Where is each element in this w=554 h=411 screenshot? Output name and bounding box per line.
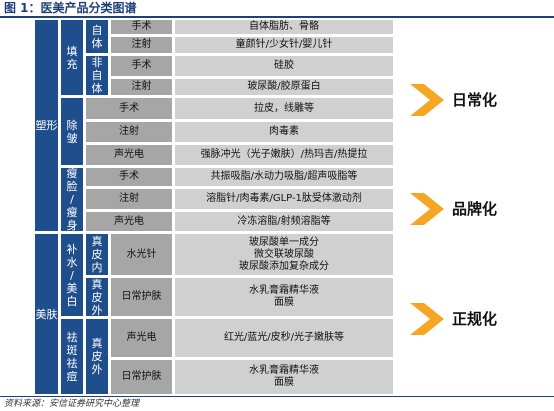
product-cell: 冷冻溶脂/射频溶脂等 [175, 212, 393, 231]
group-skin: 美肤 [35, 234, 58, 394]
product-cell: 自体脂肪、骨骼 [175, 20, 393, 34]
method-cell: 手术 [86, 168, 172, 186]
method-cell: 注射 [86, 122, 172, 142]
category-daily: 日常化 [452, 91, 498, 109]
product-cell: 童颜针/少女针/婴儿针 [175, 37, 393, 53]
chevron-right-icon [410, 84, 444, 116]
method-cell: 注射 [111, 37, 172, 53]
group-slimming: 瘦脸/瘦身 [61, 167, 83, 232]
group-dermis-out-2: 真皮外 [86, 319, 108, 394]
product-cell: 水乳膏霜精华液面膜 [175, 278, 393, 316]
source-note: 资料来源：安信证券研究中心整理 [4, 399, 140, 409]
method-cell: 日常护肤 [111, 278, 172, 316]
group-wrinkle: 除皱 [61, 98, 83, 165]
group-whitening: 补水/美白 [61, 234, 83, 316]
chevron-right-icon [410, 193, 444, 225]
group-shaping: 塑形 [35, 20, 58, 231]
method-cell: 声光电 [86, 145, 172, 165]
chevron-right-icon [410, 303, 444, 335]
title-rule [0, 16, 554, 18]
product-cell: 拉皮，线雕等 [175, 98, 393, 119]
method-cell: 手术 [111, 56, 172, 76]
product-cell: 水乳膏霜精华液面膜 [175, 360, 393, 394]
method-cell: 手术 [111, 20, 172, 34]
product-cell: 玻尿酸单一成分微交联玻尿酸玻尿酸添加复杂成分 [175, 234, 393, 275]
method-cell: 注射 [86, 189, 172, 209]
method-cell: 声光电 [111, 319, 172, 357]
group-filling: 填充 [61, 20, 83, 95]
group-dermis-in: 真皮内 [86, 234, 108, 275]
figure-title: 图 1：医美产品分类图谱 [4, 1, 137, 15]
method-cell: 注射 [111, 79, 172, 95]
product-cell: 红光/蓝光/皮秒/光子嫩肤等 [175, 319, 393, 357]
product-cell: 硅胶 [175, 56, 393, 76]
method-cell: 手术 [86, 98, 172, 119]
method-cell: 日常护肤 [111, 360, 172, 394]
group-dermis-out: 真皮外 [86, 278, 108, 317]
product-cell: 共振吸脂/水动力吸脂/超声吸脂等 [175, 168, 393, 186]
group-non-natural: 非自体 [86, 56, 108, 95]
product-cell: 强脉冲光（光子嫩肤）/热玛吉/热提拉 [175, 145, 393, 165]
category-brand: 品牌化 [452, 200, 498, 218]
method-cell: 水光针 [111, 234, 172, 275]
group-spot: 祛斑祛痘 [61, 319, 83, 394]
product-cell: 肉毒素 [175, 122, 393, 142]
footer-rule [0, 396, 554, 397]
group-natural: 自体 [86, 20, 108, 53]
product-cell: 玻尿酸/胶原蛋白 [175, 79, 393, 95]
method-cell: 声光电 [86, 212, 172, 231]
category-standard: 正规化 [452, 310, 498, 328]
product-cell: 溶脂针/肉毒素/GLP-1肽受体激动剂 [175, 189, 393, 209]
